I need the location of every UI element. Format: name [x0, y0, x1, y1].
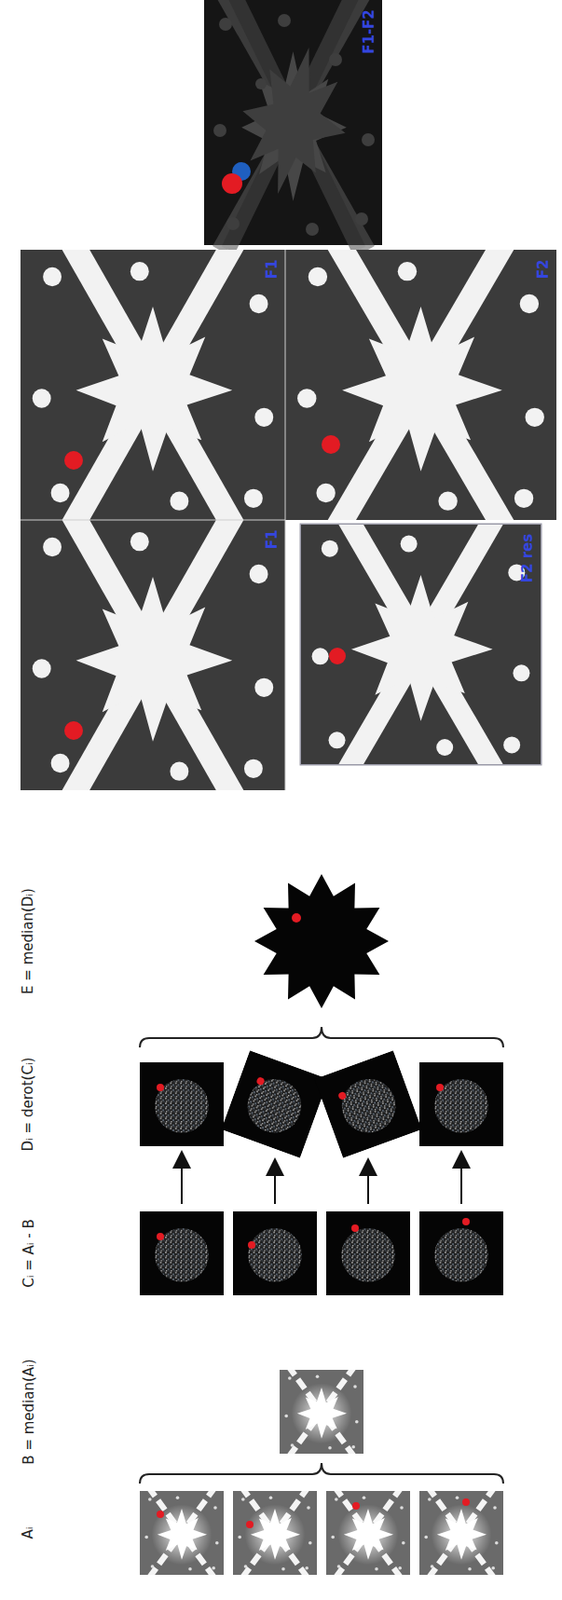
step-label: Dᵢ = derot(Cᵢ)	[19, 1057, 37, 1152]
panel-label: F1	[263, 529, 281, 549]
panel-label: F2	[534, 259, 552, 279]
panel-label: F1-F2	[360, 9, 378, 55]
derotate-arrows	[181, 1159, 462, 1205]
step-label: Aᵢ	[19, 1527, 37, 1540]
panel-label: F2 res	[519, 534, 536, 583]
difference-panel	[204, 0, 383, 250]
final-image	[254, 874, 389, 1009]
panel-label: F1	[263, 259, 281, 279]
input-frames	[139, 1487, 504, 1580]
subtracted-frames	[139, 1211, 504, 1296]
step-label: B = median(Aᵢ)	[19, 1358, 37, 1465]
step-label: E = median(Dᵢ)	[19, 888, 37, 995]
image-panel: F2	[285, 249, 557, 521]
frame-panels	[20, 236, 557, 805]
image-panel: F1	[20, 520, 286, 791]
median-frame	[279, 1366, 364, 1459]
step-label: Cᵢ = Aᵢ - B	[19, 1219, 37, 1288]
brace	[139, 1463, 504, 1484]
image-panel: F2 res	[301, 524, 541, 765]
image-panel: F1	[20, 249, 286, 521]
derotated-frames	[139, 1050, 504, 1158]
brace	[139, 1027, 504, 1048]
image-panel: F1-F2	[204, 0, 383, 246]
